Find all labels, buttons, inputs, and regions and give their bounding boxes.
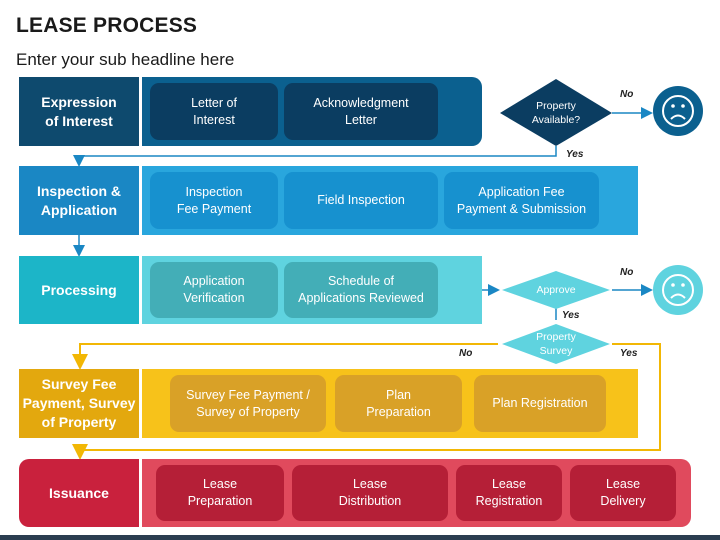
page-title: LEASE PROCESS [16, 14, 198, 37]
connector-survey-yes [72, 343, 661, 460]
step-inspection-fee-payment: Inspection Fee Payment [150, 172, 278, 229]
step-survey-fee-payment: Survey Fee Payment / Survey of Property [170, 375, 326, 432]
decision-diamond-approve [502, 271, 610, 309]
decision-text-property-survey: Property Survey [536, 331, 576, 357]
stage-label-1: Expression of Interest [19, 77, 139, 146]
decision-text-property-available: Property Available? [531, 100, 581, 126]
stage-label-3: Processing [19, 256, 139, 324]
flow-label-no-2: No [620, 267, 634, 278]
decision-text-approve: Approve [536, 284, 576, 296]
sad-face-icon [653, 86, 703, 136]
step-lease-registration: Lease Registration [456, 465, 562, 521]
connector-yes-1 [73, 146, 557, 167]
step-lease-preparation: Lease Preparation [156, 465, 284, 521]
step-schedule-of-applications: Schedule of Applications Reviewed [284, 262, 438, 318]
step-lease-distribution: Lease Distribution [292, 465, 448, 521]
connector-survey-no [72, 343, 498, 370]
page-subtitle: Enter your sub headline here [16, 50, 235, 69]
step-application-fee-payment: Application Fee Payment & Submission [444, 172, 599, 229]
step-plan-preparation: Plan Preparation [335, 375, 462, 432]
stage-label-5: Issuance [19, 459, 139, 527]
stage-label-2: Inspection & Application [19, 166, 139, 235]
step-plan-registration: Plan Registration [474, 375, 606, 432]
stage-label-4: Survey Fee Payment, Survey of Property [19, 369, 139, 438]
flow-label-yes-1: Yes [566, 149, 584, 160]
flow-label-no-1: No [620, 89, 634, 100]
step-acknowledgment-letter: Acknowledgment Letter [284, 83, 438, 140]
sad-face-icon [653, 265, 703, 315]
step-field-inspection: Field Inspection [284, 172, 438, 229]
decision-diamond-property-available [500, 79, 612, 146]
step-application-verification: Application Verification [150, 262, 278, 318]
step-letter-of-interest: Letter of Interest [150, 83, 278, 140]
flow-label-yes-2: Yes [562, 310, 580, 321]
step-lease-delivery: Lease Delivery [570, 465, 676, 521]
flow-label-yes-3: Yes [620, 348, 638, 359]
footer-bar [0, 535, 720, 540]
decision-diamond-property-survey [502, 324, 610, 364]
flow-label-no-3: No [459, 348, 473, 359]
